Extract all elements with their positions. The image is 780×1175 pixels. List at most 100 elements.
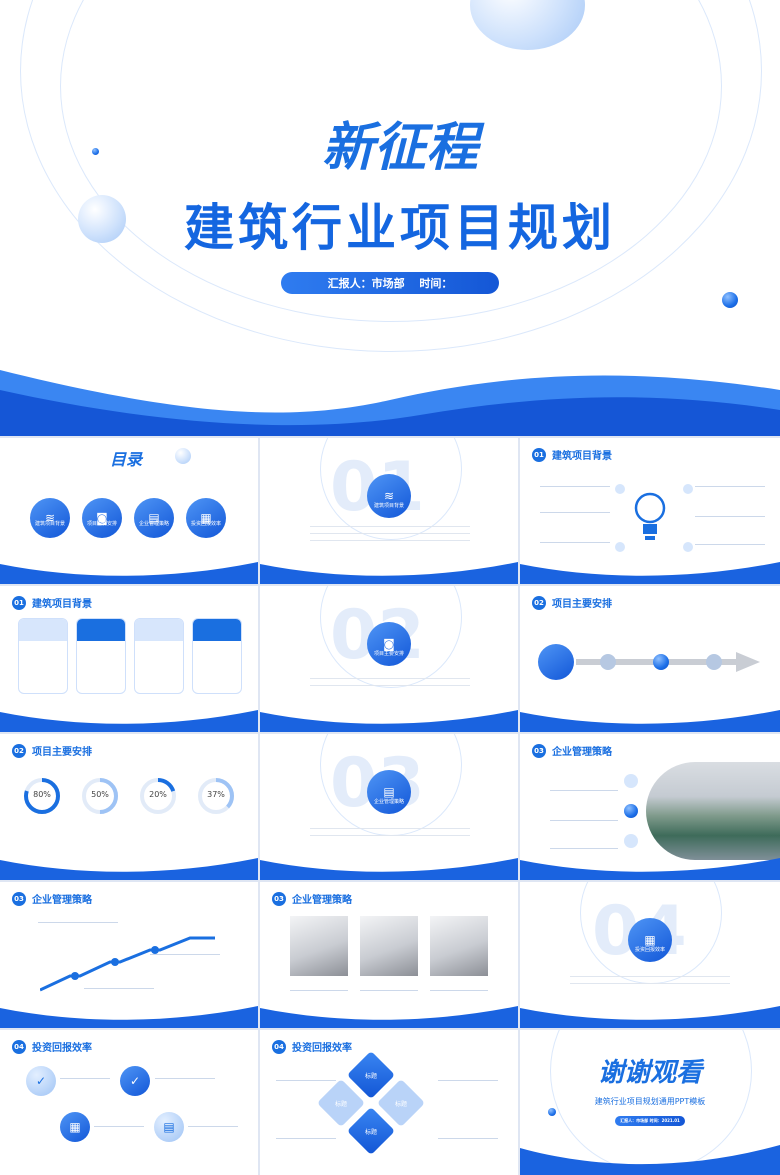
decor-dot <box>615 484 625 494</box>
camera-icon: ◙ <box>367 622 411 666</box>
decor-dot <box>624 834 638 848</box>
info-card <box>18 618 68 694</box>
section-title: 投资回报效率 <box>292 1043 352 1054</box>
presenter-pill: 汇报人：市场部 时间： <box>281 272 499 294</box>
toc-slide: 目录 ≋ ◙ ▤ ▦ 建筑项目背景 项目主要安排 企业管理策略 投资回报效率 <box>0 438 258 584</box>
text-line <box>695 486 765 487</box>
text-line <box>550 790 618 791</box>
bottom-wave <box>520 1006 780 1028</box>
section-number: 03 <box>532 743 546 758</box>
section-title: 建筑项目背景 <box>32 599 92 610</box>
city-photo <box>646 762 780 860</box>
text-line <box>188 1126 238 1127</box>
main-title: 建筑行业项目规划 <box>184 199 616 257</box>
text-line <box>38 922 118 923</box>
progress-value: 20% <box>149 790 167 799</box>
thank-you-slide: 谢谢观看 建筑行业项目规划通用PPT模板 汇报人：市场部 时间：2021.01 <box>520 1030 780 1175</box>
lightbulb-icon <box>634 492 666 540</box>
text-line <box>310 835 470 836</box>
info-card <box>76 618 126 694</box>
bottom-wave <box>520 710 780 732</box>
bottom-wave <box>260 858 518 880</box>
section-number: 04 <box>12 1039 26 1054</box>
section-title: 建筑项目背景 <box>552 451 612 462</box>
section-title: 企业管理策略 <box>552 747 612 758</box>
text-line <box>276 1138 336 1139</box>
section-number: 01 <box>12 595 26 610</box>
decor-dot <box>722 292 738 308</box>
bottom-wave <box>260 710 518 732</box>
presenter-pill: 汇报人：市场部 时间：2021.01 <box>615 1116 685 1126</box>
section-number: 03 <box>12 891 26 906</box>
bottom-wave <box>520 1145 780 1175</box>
toc-title: 目录 <box>110 450 143 469</box>
thanks-title: 谢谢观看 <box>597 1058 702 1088</box>
decor-ball <box>175 448 191 464</box>
section-title: 投资回报效率 <box>32 1043 92 1054</box>
notebook-icon: ▤ <box>154 1112 184 1142</box>
text-line <box>276 1080 336 1081</box>
bottom-wave <box>0 710 258 732</box>
decor-dot <box>548 1108 556 1116</box>
divider-slide-02: 02 ◙ 项目主要安排 <box>260 586 518 732</box>
text-line <box>438 1138 498 1139</box>
thanks-subtitle: 建筑行业项目规划通用PPT模板 <box>594 1097 706 1106</box>
text-line <box>540 486 610 487</box>
clipboard-icon: ✓ <box>120 1066 150 1096</box>
handshake-photo <box>360 916 418 976</box>
warning-icon <box>653 654 669 670</box>
section-title: 企业管理策略 <box>292 895 352 906</box>
toc-item-1[interactable]: 建筑项目背景 <box>34 521 65 527</box>
slide-header: 01 建筑项目背景 <box>12 595 92 610</box>
timeline-node <box>600 654 616 670</box>
diamond-label: 标题 <box>364 1129 377 1136</box>
text-line <box>695 544 765 545</box>
slide-header: 03 企业管理策略 <box>532 743 612 758</box>
bottom-wave <box>520 858 780 880</box>
handshake-photo <box>290 916 348 976</box>
progress-ring <box>140 778 176 814</box>
text-line <box>155 1078 215 1079</box>
trophy-icon <box>706 654 722 670</box>
camera-icon: ◙ <box>82 498 122 538</box>
chat-icon: ▤ <box>134 498 174 538</box>
text-line <box>360 990 418 991</box>
text-line <box>310 678 470 679</box>
stack-icon: ≋ <box>367 474 411 518</box>
toc-item-2[interactable]: 项目主要安排 <box>86 521 117 527</box>
progress-value: 80% <box>33 790 51 799</box>
toc-item-4[interactable]: 投资回报效率 <box>190 521 221 527</box>
text-line <box>430 990 488 991</box>
text-line <box>310 526 470 527</box>
text-line <box>310 533 470 534</box>
progress-value: 37% <box>207 790 225 799</box>
section-title: 项目主要安排 <box>552 599 612 610</box>
text-line <box>438 1080 498 1081</box>
text-line <box>310 828 470 829</box>
timeline-start-circle <box>538 644 574 680</box>
bottom-wave <box>0 1006 258 1028</box>
bottom-wave <box>260 1006 518 1028</box>
progress-ring <box>24 778 60 814</box>
bottom-wave <box>0 858 258 880</box>
toc-item-3[interactable]: 企业管理策略 <box>138 521 169 527</box>
script-title: 新征程 <box>321 117 478 178</box>
text-line <box>540 512 610 513</box>
text-line <box>550 820 618 821</box>
text-line <box>570 976 730 977</box>
text-line <box>550 848 618 849</box>
text-line <box>310 685 470 686</box>
decor-ball <box>78 195 126 243</box>
decor-dot <box>683 542 693 552</box>
diamond-label: 标题 <box>334 1101 347 1108</box>
progress-value: 50% <box>91 790 109 799</box>
text-line <box>570 983 730 984</box>
text-line <box>310 540 470 541</box>
